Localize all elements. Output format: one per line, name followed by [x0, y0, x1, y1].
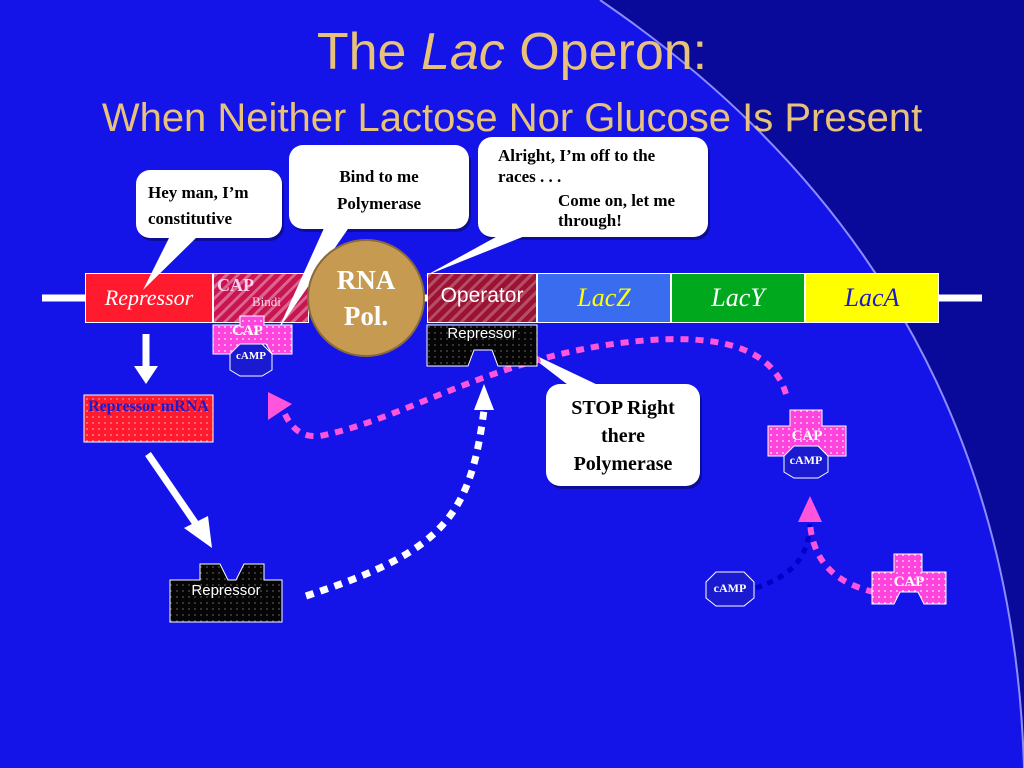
bubble-races-tail: [425, 232, 535, 276]
repressor-mrna-box: [83, 394, 214, 443]
gene-lacy: LacY: [671, 273, 805, 323]
bubble-stop: STOP Right there Polymerase: [546, 384, 700, 486]
bubble-races: Alright, I’m off to the races . . . Come…: [478, 137, 708, 237]
rna-pol-line2: Pol.: [343, 301, 389, 331]
operator-repressor-label: Repressor: [447, 325, 517, 342]
cap-free-path: [807, 523, 875, 595]
free-repressor-label: Repressor: [191, 582, 261, 599]
bubble-stop-tail: [520, 348, 600, 388]
arrow-mrna-to-protein-head: [184, 516, 212, 548]
gene-laca-label: LacA: [844, 283, 900, 312]
repressor-mrna-label: Repressor mRNA: [88, 398, 209, 415]
gene-operator-label: Operator: [440, 284, 524, 307]
repressor-binding-path: [304, 409, 488, 600]
background-curve-shade: [600, 0, 1024, 768]
repressor-binding-arrowhead: [474, 384, 494, 410]
title-italic: Lac: [420, 23, 505, 81]
gene-laca: LacA: [805, 273, 939, 323]
gene-lacz: LacZ: [537, 273, 671, 323]
cap-binding-path: [281, 336, 789, 440]
bubble-bind: Bind to me Polymerase: [289, 145, 469, 229]
bound-camp-shape: [229, 343, 273, 377]
bubble-stop-text: STOP Right there Polymerase: [571, 397, 675, 475]
background-curve: [599, 0, 1024, 768]
camp-path: [755, 523, 813, 591]
rna-pol-label: RNA Pol.: [308, 262, 424, 334]
arrow-gene-to-mrna-head: [134, 366, 158, 384]
rna-polymerase: [307, 239, 425, 357]
arrow-mrna-to-protein-shaft: [145, 452, 199, 526]
bubble-constitutive: Hey man, I’m constitutive: [136, 170, 282, 238]
title-suffix: Operon:: [519, 23, 708, 81]
cap-site-sublabel: Bindi: [252, 294, 281, 309]
gene-lacy-label: LacY: [711, 283, 765, 312]
complex-cap-label: CAP: [791, 428, 823, 444]
bubble-races-line1: Alright, I’m off to the races . . .: [498, 146, 656, 186]
rna-pol-line1: RNA: [336, 265, 396, 295]
gene-lacz-label: LacZ: [577, 283, 631, 312]
complex-camp-shape: [783, 445, 829, 479]
bound-cap-label: CAP: [232, 323, 263, 339]
cap-free-arrowhead: [798, 496, 822, 522]
bound-camp-label: cAMP: [236, 350, 266, 362]
cap-binding-arrowhead: [268, 392, 292, 420]
gene-operator: Operator: [427, 273, 537, 323]
bubble-bind-text: Bind to me Polymerase: [336, 167, 422, 213]
bubble-races-line2: Come on, let me through!: [558, 191, 676, 230]
free-cap-shape: [871, 553, 947, 605]
free-camp-shape: [705, 571, 755, 607]
free-repressor-shape: [169, 563, 283, 623]
bubble-constitutive-tail: [143, 236, 198, 290]
free-cap-label: CAP: [893, 574, 925, 590]
bubble-constitutive-text: Hey man, I’m constitutive: [148, 183, 249, 228]
gene-repressor-label: Repressor: [104, 285, 194, 310]
page-title: The Lac Operon:: [0, 22, 1024, 82]
page-subtitle: When Neither Lactose Nor Glucose Is Pres…: [101, 96, 923, 140]
title-prefix: The: [316, 23, 407, 81]
cap-site-label: CAP: [217, 275, 254, 295]
complex-camp-label: cAMP: [789, 453, 823, 467]
operator-repressor-shape: [426, 324, 538, 367]
free-camp-label: cAMP: [713, 581, 747, 595]
